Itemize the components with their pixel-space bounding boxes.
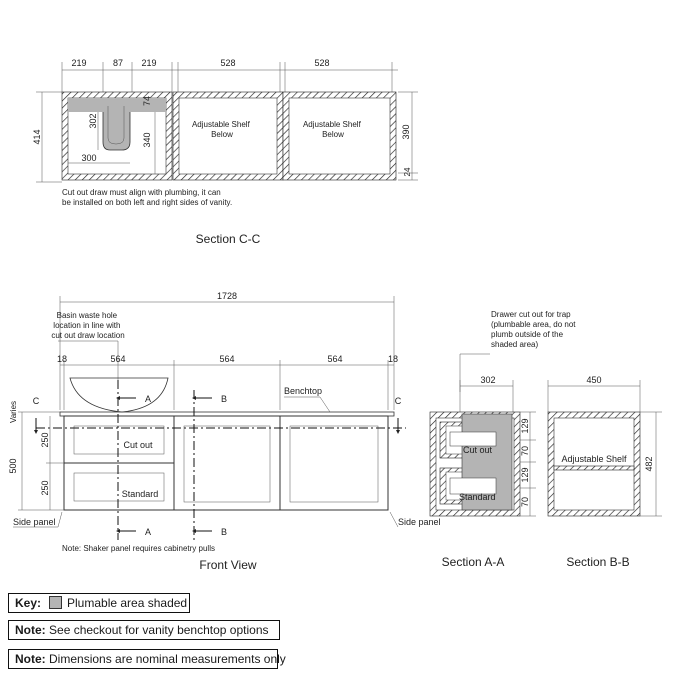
dim-cc-390: 390 (401, 124, 411, 139)
marker-c-left: C (33, 396, 40, 406)
note-box-1: Note: See checkout for vanity benchtop o… (8, 620, 280, 640)
marker-b-top: B (221, 394, 227, 404)
note-1-label: Note: (15, 623, 46, 637)
note-1-text: See checkout for vanity benchtop options (49, 623, 269, 637)
benchtop-label: Benchtop (284, 386, 322, 396)
front-view: 1728 Basin waste hole location in line w… (8, 291, 441, 572)
dim-front-250a: 250 (40, 432, 50, 447)
dim-front-500: 500 (8, 458, 18, 473)
dim-aa-70a: 70 (520, 446, 530, 456)
front-view-title: Front View (199, 558, 256, 572)
shelf-label-cc-1: Adjustable Shelf Below (192, 120, 252, 139)
marker-a-bottom: A (145, 527, 151, 537)
marker-c-right: C (395, 396, 402, 406)
plumbable-swatch (49, 596, 63, 609)
dim-bb-450: 450 (586, 375, 601, 385)
section-bb-title: Section B-B (566, 555, 629, 569)
aa-label-cutout: Cut out (463, 445, 493, 455)
section-cc: 219 87 219 528 528 414 302 74 340 300 Ad… (32, 58, 418, 246)
dim-bb-482: 482 (644, 456, 654, 471)
dim-cc-300: 300 (81, 153, 96, 163)
dim-cc-219b: 219 (141, 58, 156, 68)
dim-front-18a: 18 (57, 354, 67, 364)
aa-label-standard: Standard (459, 492, 496, 502)
cc-note-line-2: be installed on both left and right side… (62, 198, 232, 207)
dim-cc-219a: 219 (71, 58, 86, 68)
dim-front-564a: 564 (110, 354, 125, 364)
side-panel-right: Side panel (398, 517, 441, 527)
note-2-text: Dimensions are nominal measurements only (49, 652, 286, 666)
dim-aa-70b: 70 (520, 497, 530, 507)
front-note: Note: Shaker panel requires cabinetry pu… (62, 544, 215, 553)
side-panel-left: Side panel (13, 517, 56, 527)
dim-front-18b: 18 (388, 354, 398, 364)
cc-note-line-1: Cut out draw must align with plumbing, i… (62, 188, 221, 197)
bb-shelf-label: Adjustable Shelf (561, 454, 627, 464)
dim-aa-129a: 129 (520, 418, 530, 433)
section-aa: Drawer cut out for trap (plumbable area,… (429, 310, 578, 569)
note-box-2: Note: Dimensions are nominal measurement… (8, 649, 286, 669)
dim-aa-302: 302 (480, 375, 495, 385)
marker-a-top: A (145, 394, 151, 404)
dim-cc-24: 24 (403, 167, 412, 176)
dim-front-1728: 1728 (217, 291, 237, 301)
dim-cc-528b: 528 (314, 58, 329, 68)
section-cc-title: Section C-C (196, 232, 261, 246)
dim-cc-302: 302 (88, 113, 98, 128)
dim-cc-87: 87 (113, 58, 123, 68)
section-bb: 450 Adjustable Shelf 482 Section B-B (547, 375, 662, 569)
key-label: Key: (15, 596, 42, 610)
drawer-label-standard: Standard (122, 489, 159, 499)
dim-front-564c: 564 (327, 354, 342, 364)
trap-note: Drawer cut out for trap (plumbable area,… (491, 310, 578, 349)
key-box: Key: Plumable area shaded (8, 593, 190, 613)
dim-cc-414: 414 (32, 129, 42, 144)
dim-front-250b: 250 (40, 480, 50, 495)
dim-cc-340: 340 (142, 132, 152, 147)
note-2-label: Note: (15, 652, 46, 666)
key-text: Plumable area shaded (67, 596, 188, 610)
section-aa-title: Section A-A (442, 555, 505, 569)
marker-b-bottom: B (221, 527, 227, 537)
basin-note: Basin waste hole location in line with c… (51, 311, 124, 340)
dim-cc-74: 74 (142, 96, 152, 106)
shelf-label-cc-2: Adjustable Shelf Below (303, 120, 363, 139)
dim-cc-528a: 528 (220, 58, 235, 68)
dim-aa-129b: 129 (520, 467, 530, 482)
dim-front-564b: 564 (219, 354, 234, 364)
drawer-label-cutout: Cut out (123, 440, 153, 450)
dim-varies: Varies (9, 401, 18, 423)
